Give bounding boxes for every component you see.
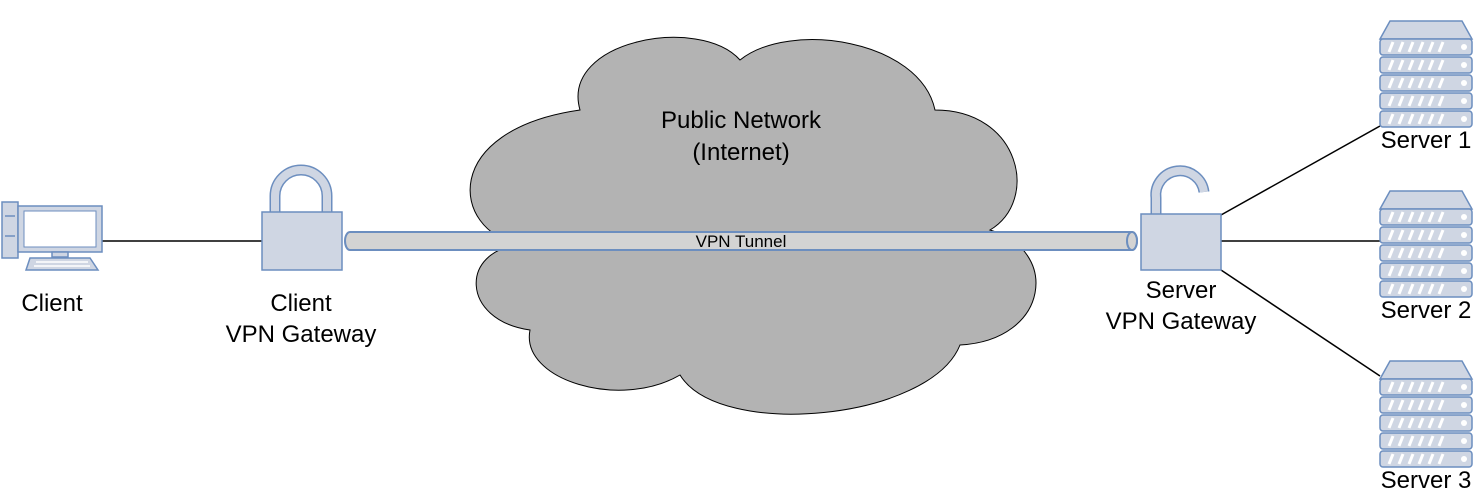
server-3-icon (1380, 361, 1472, 467)
server-gateway-subtitle: VPN Gateway (1106, 308, 1257, 335)
vpn-tunnel-label: VPN Tunnel (696, 232, 787, 251)
gateway-to-server1-link (1220, 125, 1381, 216)
server-2-icon (1380, 191, 1472, 297)
internet-cloud-shape (469, 36, 1037, 415)
cloud-subtitle: (Internet) (692, 139, 789, 166)
client-gateway-title: Client (270, 290, 332, 317)
server-1-label: Server 1 (1381, 127, 1472, 154)
closed-lock-icon (261, 164, 343, 271)
server-1-icon (1380, 21, 1472, 127)
server-3-label: Server 3 (1381, 467, 1472, 494)
server-2-label: Server 2 (1381, 297, 1472, 324)
open-lock-icon (1140, 165, 1222, 271)
vpn-tunnel: VPN Tunnel (344, 231, 1138, 251)
cloud-title: Public Network (661, 107, 822, 134)
gateway-to-server3-link (1220, 269, 1381, 377)
client-gateway-subtitle: VPN Gateway (226, 321, 377, 348)
client-label: Client (21, 290, 83, 317)
server-gateway-title: Server (1146, 277, 1217, 304)
client-computer-icon (1, 201, 103, 271)
